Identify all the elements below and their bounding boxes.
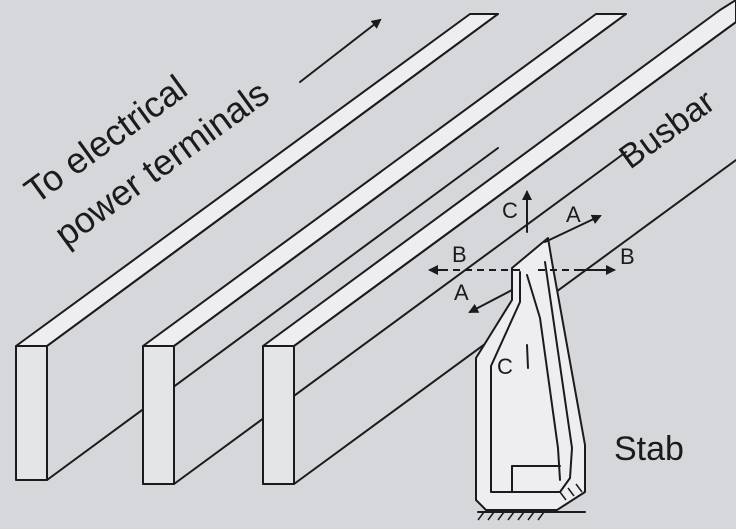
- arrow-a-upper: [544, 214, 602, 243]
- busbar-3-side-edge: [293, 21, 736, 347]
- label-c-top: C: [502, 198, 518, 223]
- busbar-3-top: [262, 0, 736, 347]
- stab-outer: [475, 237, 586, 511]
- busbar-1-top: [15, 13, 499, 347]
- stab-contact-mark: [526, 344, 529, 369]
- busbar-2: [142, 13, 627, 485]
- force-arrows: [428, 190, 616, 313]
- label-c-lower: C: [497, 354, 513, 379]
- label-b-left: B: [452, 242, 467, 267]
- busbar-2-side-edge: [173, 13, 627, 347]
- busbar-2-bottom-edge: [173, 151, 627, 485]
- label-b-right: B: [620, 244, 635, 269]
- label-a-lower: A: [454, 280, 469, 305]
- ground-hatch: [477, 483, 583, 521]
- busbar-1-bottom-edge: [46, 147, 499, 481]
- stab-clip: [475, 237, 586, 521]
- stab-inner-fold: [526, 274, 561, 481]
- busbar-3-end-face: [262, 345, 295, 485]
- busbar-3: [262, 0, 736, 485]
- arrow-a-lower: [468, 289, 513, 313]
- stab-inner-outline: [490, 261, 573, 493]
- terminals-arrow: [299, 18, 382, 83]
- busbar-1: [15, 13, 499, 481]
- label-a-upper: A: [566, 202, 581, 227]
- busbar-1-side-edge: [46, 13, 499, 347]
- stab-label: Stab: [614, 430, 684, 468]
- busbar-2-end-face: [142, 345, 175, 485]
- busbar-1-end-face: [15, 345, 48, 481]
